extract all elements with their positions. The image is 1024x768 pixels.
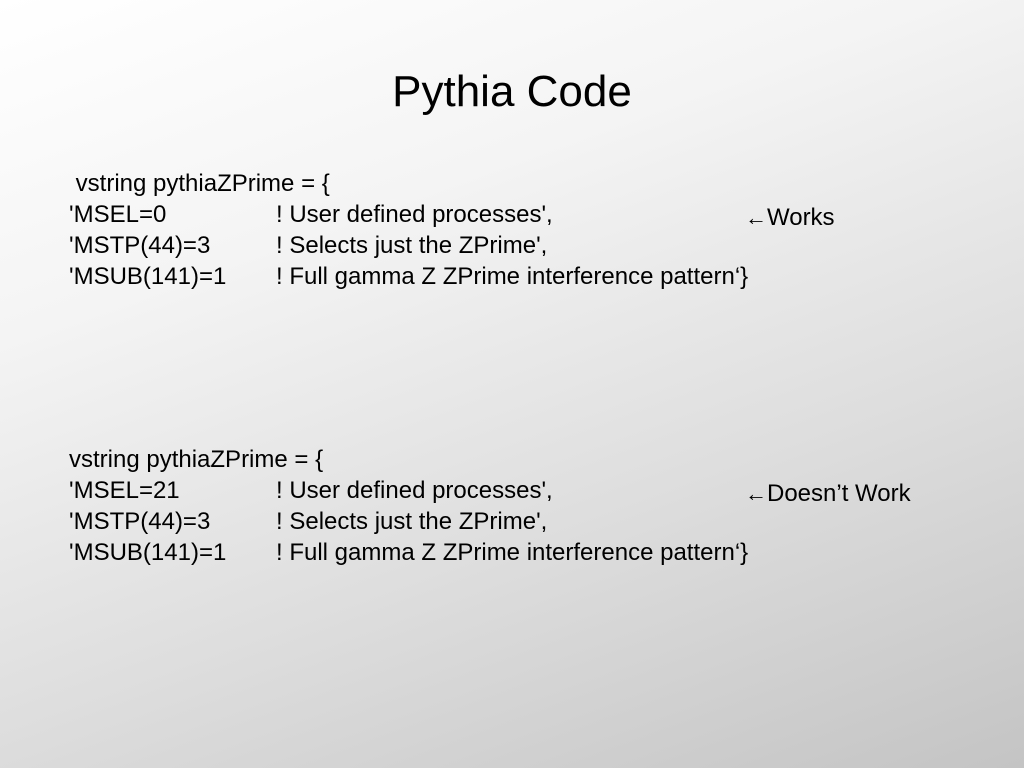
code-key: 'MSTP(44)=3 <box>69 508 211 535</box>
code-header: vstring pythiaZPrime = { <box>69 170 330 197</box>
code-header: vstring pythiaZPrime = { <box>69 446 324 473</box>
code-comment: ! User defined processes', <box>276 201 553 228</box>
code-block-doesnt-work: vstring pythiaZPrime = { 'MSEL=21 ! User… <box>69 444 769 568</box>
code-comment: ! Full gamma Z ZPrime interference patte… <box>276 263 749 290</box>
code-line: 'MSUB(141)=1 ! Full gamma Z ZPrime inter… <box>69 261 769 292</box>
code-line: 'MSTP(44)=3 ! Selects just the ZPrime', <box>69 506 769 537</box>
left-arrow-icon: ← <box>745 205 767 230</box>
code-line: 'MSEL=0 ! User defined processes', <box>69 199 769 230</box>
code-key: 'MSTP(44)=3 <box>69 232 211 259</box>
code-line: 'MSUB(141)=1 ! Full gamma Z ZPrime inter… <box>69 537 769 568</box>
works-label: Works <box>767 204 835 231</box>
code-key: 'MSEL=0 <box>69 201 167 228</box>
code-comment: ! User defined processes', <box>276 477 553 504</box>
code-block-works: vstring pythiaZPrime = { 'MSEL=0 ! User … <box>69 168 769 292</box>
works-note: ←Works <box>745 202 835 233</box>
doesnt-work-label: Doesn’t Work <box>767 480 911 507</box>
left-arrow-icon: ← <box>745 481 767 506</box>
code-comment: ! Selects just the ZPrime', <box>276 232 548 259</box>
code-line: 'MSEL=21 ! User defined processes', <box>69 475 769 506</box>
code-comment: ! Full gamma Z ZPrime interference patte… <box>276 539 749 566</box>
code-line: 'MSTP(44)=3 ! Selects just the ZPrime', <box>69 230 769 261</box>
doesnt-work-note: ←Doesn’t Work <box>745 478 911 509</box>
code-key: 'MSUB(141)=1 <box>69 263 227 290</box>
slide-title: Pythia Code <box>392 67 632 116</box>
code-comment: ! Selects just the ZPrime', <box>276 508 548 535</box>
code-key: 'MSUB(141)=1 <box>69 539 227 566</box>
code-key: 'MSEL=21 <box>69 477 180 504</box>
